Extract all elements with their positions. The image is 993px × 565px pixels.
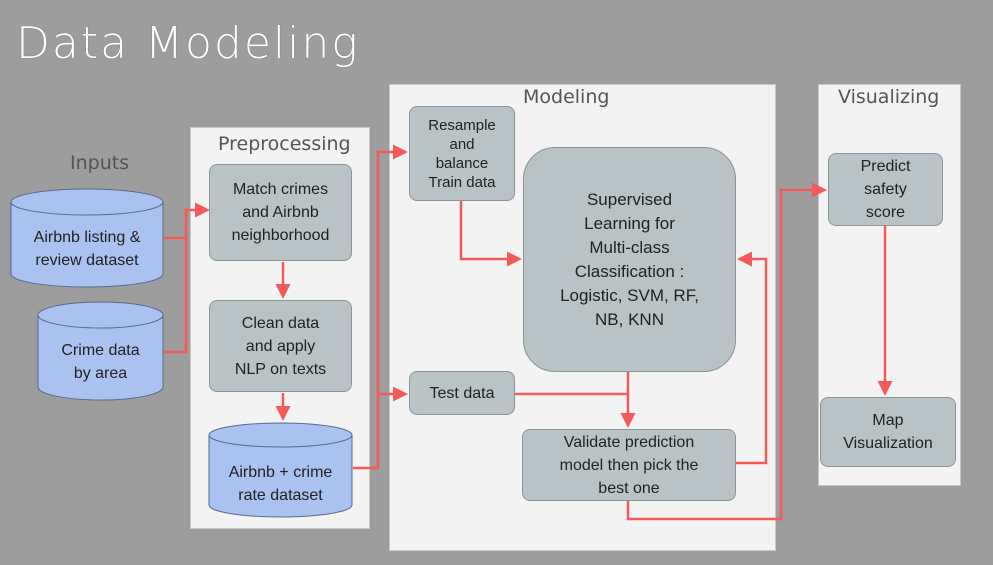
clean-data-box: Clean data and apply NLP on texts [209, 300, 352, 392]
modeling-title: Modeling [523, 86, 610, 108]
cylinder-shape [10, 188, 164, 288]
cylinder-shape [208, 422, 353, 518]
merged-dataset-cylinder: Airbnb + crime rate dataset [208, 422, 353, 518]
arrow-crime-to-match [164, 238, 188, 354]
supervised-learning-box: Supervised Learning for Multi-class Clas… [523, 147, 736, 372]
test-data-box: Test data [409, 371, 515, 415]
match-crimes-box: Match crimes and Airbnb neighborhood [209, 164, 352, 261]
crime-data-label: Crime data by area [61, 342, 140, 382]
resample-box: Resample and balance Train data [409, 106, 515, 201]
cylinder-shape [37, 301, 164, 401]
predict-score-box: Predict safety score [828, 153, 943, 226]
arrow-resample-to-supervised [459, 201, 522, 267]
airbnb-dataset-cylinder: Airbnb listing & review dataset [10, 188, 164, 288]
arrow-validate-to-supervised [736, 251, 768, 465]
arrow-validate-to-predict [626, 182, 827, 521]
arrow-merged-to-resample [353, 144, 408, 470]
preprocessing-title: Preprocessing [218, 133, 351, 155]
visualizing-title: Visualizing [838, 86, 940, 108]
inputs-label: Inputs [70, 152, 130, 174]
airbnb-dataset-label: Airbnb listing & review dataset [33, 229, 141, 269]
page-title: Data Modeling [16, 18, 360, 69]
arrow-test-to-validate [515, 392, 636, 428]
merged-dataset-label: Airbnb + crime rate dataset [228, 464, 333, 504]
validate-box: Validate prediction model then pick the … [522, 429, 736, 501]
crime-data-cylinder: Crime data by area [37, 301, 164, 401]
map-visualization-box: Map Visualization [820, 397, 956, 467]
arrow-airbnb-to-match [164, 202, 210, 240]
